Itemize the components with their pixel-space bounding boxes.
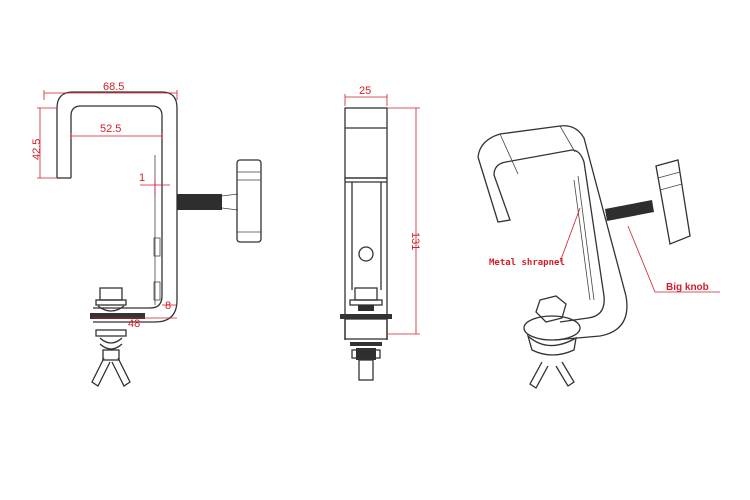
- front-view: 25 131: [340, 85, 421, 381]
- isometric-view: Metal shrapnel Big knob: [477, 125, 720, 389]
- callout-big-knob: Big knob: [666, 282, 709, 293]
- dim-front-width: 25: [359, 85, 371, 97]
- side-view: 68.5 52.5 42.5 1 8 48: [31, 81, 262, 387]
- dim-front-height: 131: [409, 232, 421, 250]
- callout-metal-shrapnel: Metal shrapnel: [489, 258, 565, 268]
- dim-inner-width: 52.5: [100, 123, 121, 135]
- dim-plate-thickness: 1: [139, 172, 145, 184]
- dim-hook-height: 42.5: [31, 139, 43, 160]
- dim-overall-width: 68.5: [103, 81, 124, 93]
- dim-jaw-thickness: 8: [165, 300, 171, 312]
- dim-base-width: 48: [128, 318, 140, 330]
